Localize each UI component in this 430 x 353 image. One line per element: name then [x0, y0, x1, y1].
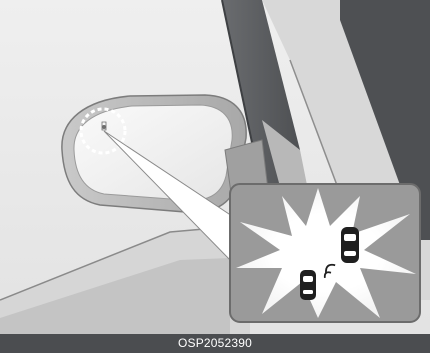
car-rear-window-lower [303, 290, 313, 294]
car-body-upper [341, 227, 359, 263]
figure-code-label: OSP2052390 [178, 334, 252, 353]
car-body-lower [300, 270, 316, 300]
warning-inset [230, 184, 420, 322]
car-windshield-upper [344, 234, 356, 241]
car-rear-window-upper [344, 251, 356, 256]
warning-spot-dot [102, 125, 106, 129]
car-windshield-lower [303, 276, 313, 282]
car-top-view-icon [300, 270, 316, 300]
caption-bar: OSP2052390 [0, 334, 430, 353]
mirror-glass [74, 105, 232, 200]
car-top-view-icon [341, 227, 359, 263]
